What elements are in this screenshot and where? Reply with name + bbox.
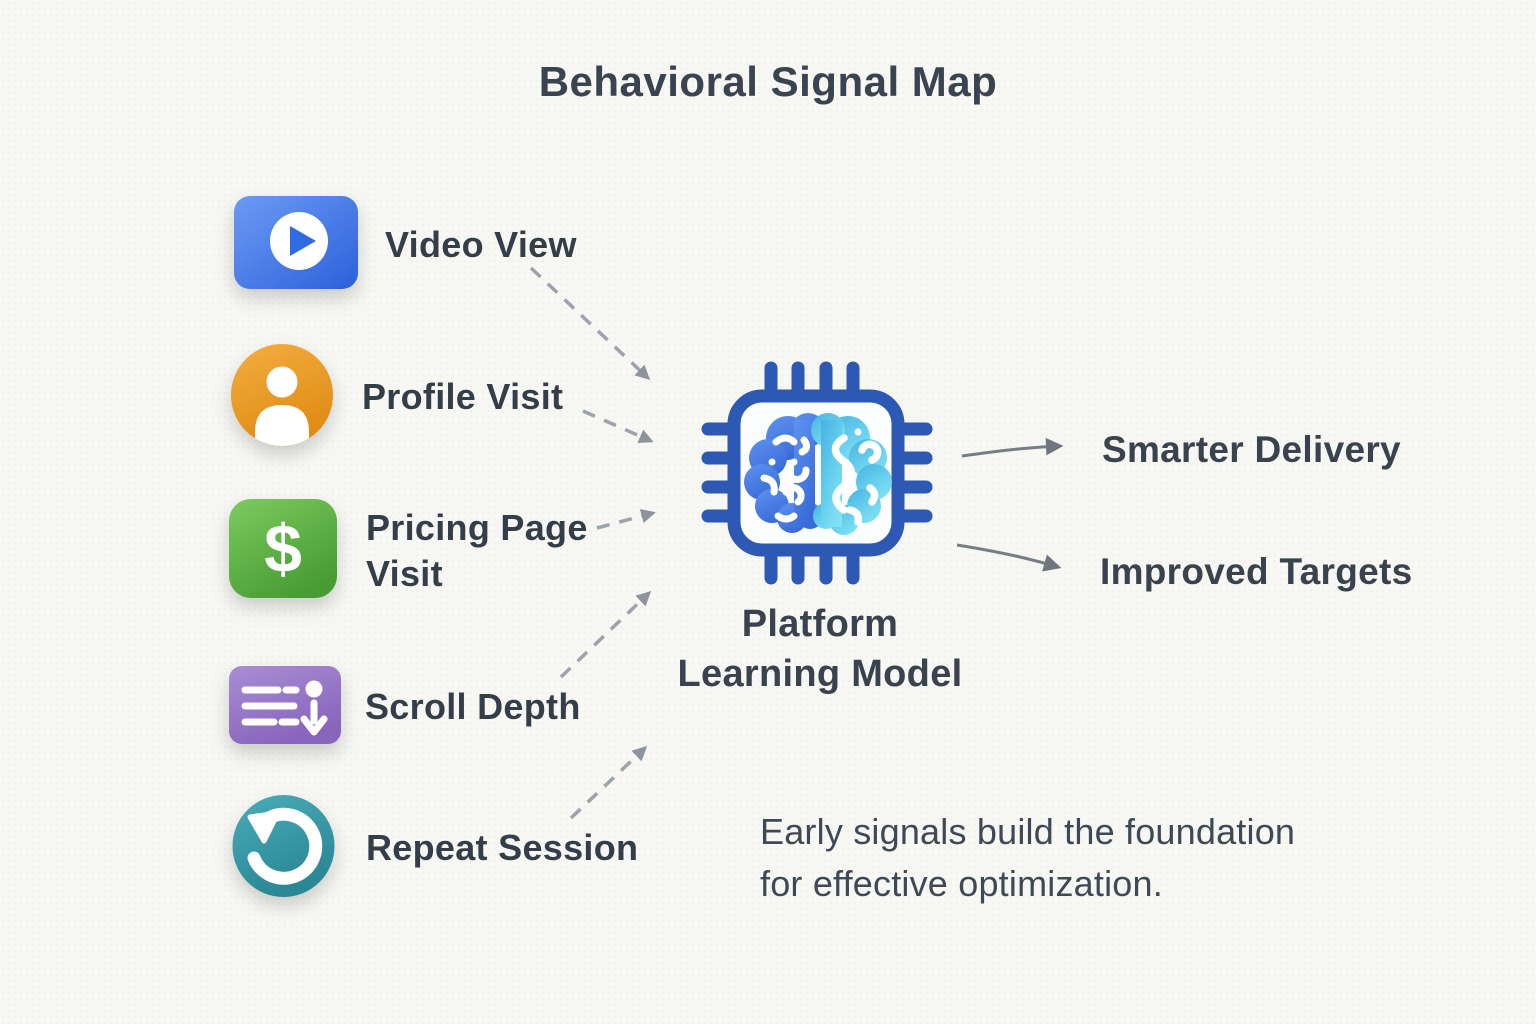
- output-smarter-delivery: Smarter Delivery: [1102, 429, 1401, 470]
- chip-brain-icon: [698, 358, 938, 588]
- scroll-depth-icon: [228, 665, 342, 750]
- signal-row-scroll-depth: Scroll Depth: [228, 665, 581, 750]
- signal-row-repeat-session: Repeat Session: [231, 794, 639, 903]
- caption-text: Early signals build the foundation for e…: [760, 811, 1296, 904]
- repeat-icon: [231, 794, 336, 903]
- signal-label: Scroll Depth: [365, 686, 581, 727]
- signal-row-profile-visit: Profile Visit: [230, 343, 564, 452]
- user-icon: [230, 343, 334, 452]
- output-improved-targets: Improved Targets: [1100, 551, 1413, 592]
- page-title: Behavioral Signal Map: [538, 58, 998, 105]
- signal-row-pricing-page-visit: $ Pricing Page Visit: [228, 498, 588, 604]
- solid-output-arrows: [956, 437, 1064, 572]
- video-play-icon: [233, 195, 359, 295]
- signal-label: Pricing Page Visit: [366, 506, 588, 594]
- platform-learning-model-label: Platform Learning Model: [677, 603, 963, 695]
- svg-text:$: $: [264, 511, 302, 587]
- dollar-icon: $: [228, 498, 338, 604]
- signal-label: Profile Visit: [362, 376, 564, 417]
- signal-label: Repeat Session: [366, 827, 639, 868]
- signal-row-video-view: Video View: [233, 195, 577, 295]
- signal-label: Video View: [385, 223, 577, 265]
